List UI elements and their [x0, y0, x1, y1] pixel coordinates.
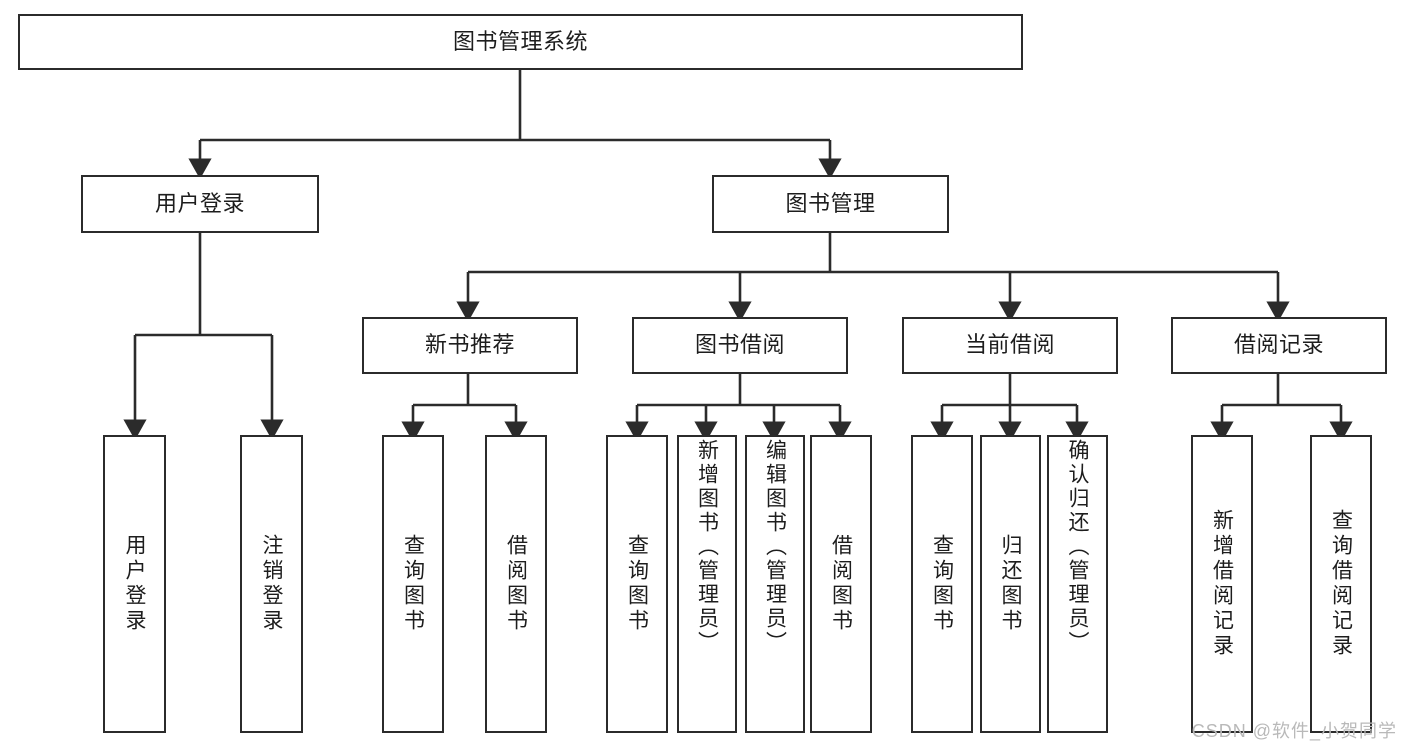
- node-borrow-record[interactable]: 借阅记录: [1171, 317, 1387, 374]
- leaf-borrow-query-book[interactable]: 查询图书: [606, 435, 668, 733]
- leaf-record-query-record[interactable]: 查询借阅记录: [1310, 435, 1372, 733]
- leaf-current-query-book[interactable]: 查询图书: [911, 435, 973, 733]
- leaf-borrow-borrow-book[interactable]: 借阅图书: [810, 435, 872, 733]
- node-user-login[interactable]: 用户登录: [81, 175, 319, 233]
- leaf-record-add-record[interactable]: 新增借阅记录: [1191, 435, 1253, 733]
- node-label: 注销登录: [260, 534, 283, 634]
- node-label: 编辑图书（管理员）: [763, 439, 787, 655]
- node-label: 图书管理系统: [452, 28, 588, 54]
- node-label: 查询图书: [401, 534, 425, 634]
- node-current-borrow[interactable]: 当前借阅: [902, 317, 1118, 374]
- node-label: 确认归还（管理员）: [1066, 439, 1089, 655]
- node-label: 归还图书: [999, 534, 1022, 634]
- node-label: 借阅图书: [504, 534, 528, 634]
- node-book-management[interactable]: 图书管理: [712, 175, 949, 233]
- leaf-current-return-book[interactable]: 归还图书: [980, 435, 1041, 733]
- node-book-borrow[interactable]: 图书借阅: [632, 317, 848, 374]
- node-label: 新增借阅记录: [1210, 509, 1234, 659]
- csdn-watermark: CSDN @软件_小贺同学: [1191, 721, 1397, 741]
- node-label: 图书管理: [785, 190, 876, 216]
- node-label: 查询借阅记录: [1329, 509, 1353, 659]
- node-label: 新增图书（管理员）: [695, 439, 719, 655]
- leaf-recommend-borrow-book[interactable]: 借阅图书: [485, 435, 547, 733]
- node-label: 查询图书: [930, 534, 954, 634]
- leaf-borrow-add-book-admin[interactable]: 新增图书（管理员）: [677, 435, 737, 733]
- node-new-book-recommend[interactable]: 新书推荐: [362, 317, 578, 374]
- leaf-borrow-edit-book-admin[interactable]: 编辑图书（管理员）: [745, 435, 805, 733]
- leaf-current-confirm-return-admin[interactable]: 确认归还（管理员）: [1047, 435, 1108, 733]
- node-label: 借阅记录: [1233, 332, 1324, 358]
- node-label: 用户登录: [123, 534, 146, 634]
- node-label: 用户登录: [154, 190, 245, 216]
- node-root-system[interactable]: 图书管理系统: [18, 14, 1023, 70]
- leaf-recommend-query-book[interactable]: 查询图书: [382, 435, 444, 733]
- node-label: 图书借阅: [694, 332, 785, 358]
- leaf-user-login-signin[interactable]: 用户登录: [103, 435, 166, 733]
- node-label: 查询图书: [625, 534, 649, 634]
- leaf-user-login-signout[interactable]: 注销登录: [240, 435, 303, 733]
- node-label: 借阅图书: [829, 534, 853, 634]
- node-label: 当前借阅: [964, 332, 1055, 358]
- node-label: 新书推荐: [424, 332, 515, 358]
